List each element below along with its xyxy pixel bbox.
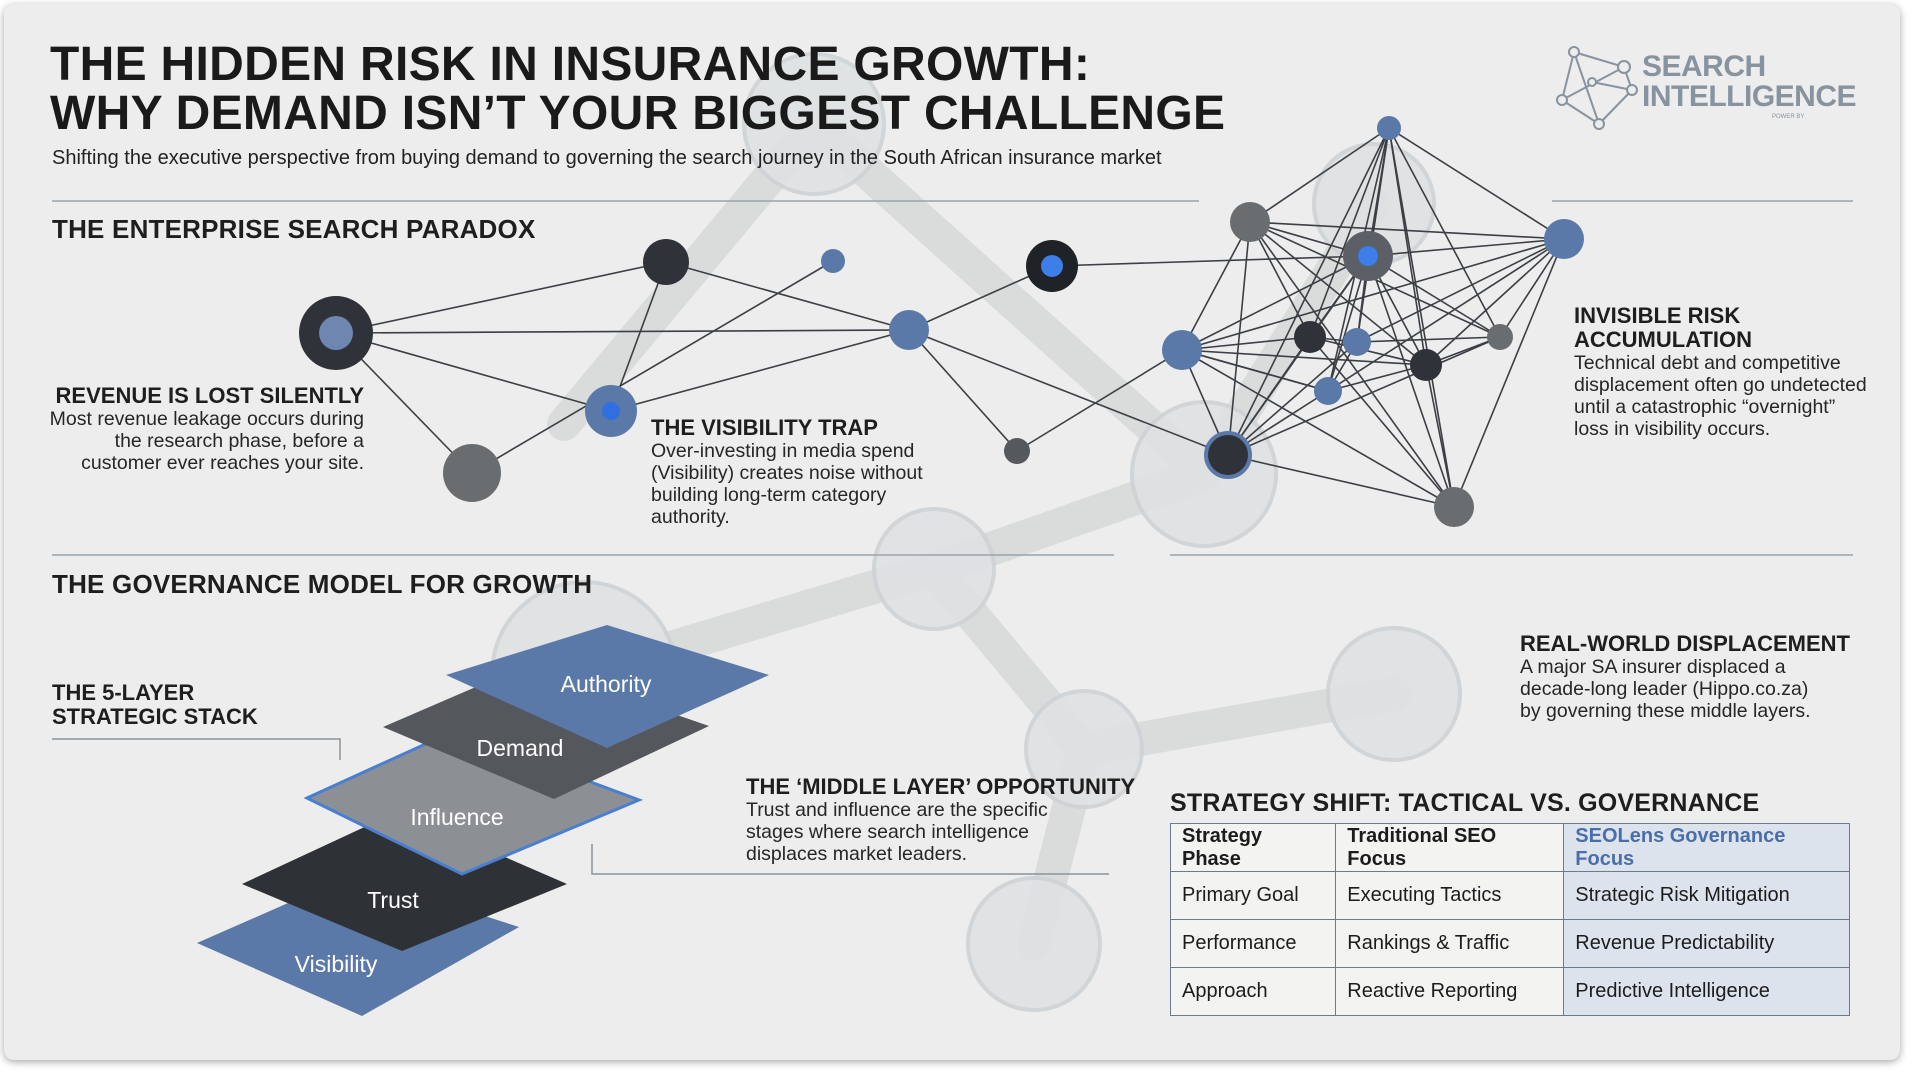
stack-layer-influence bbox=[303, 729, 644, 876]
invisible-risk-title: ACCUMULATION bbox=[1574, 327, 1753, 352]
network-node bbox=[1410, 349, 1442, 381]
strategy-table: Strategy Phase Traditional SEO Focus SEO… bbox=[1169, 823, 1850, 1016]
stack-layer-demand bbox=[383, 664, 709, 799]
table-row: Performance Rankings & Traffic Revenue P… bbox=[1169, 919, 1850, 968]
table-cell: Reactive Reporting bbox=[1335, 967, 1565, 1016]
visibility-trap-line: (Visibility) creates noise without bbox=[651, 462, 923, 484]
table-cell: Performance bbox=[1169, 919, 1337, 968]
table-header-cell-highlight: SEOLens Governance Focus bbox=[1563, 823, 1850, 872]
section-heading-paradox: THE ENTERPRISE SEARCH PARADOX bbox=[52, 214, 536, 244]
table-cell: Approach bbox=[1169, 967, 1337, 1016]
logo-text-intelligence: INTELLIGENCE bbox=[1642, 80, 1857, 113]
invisible-risk-line: loss in visibility occurs. bbox=[1574, 418, 1771, 440]
visibility-trap-title: THE VISIBILITY TRAP bbox=[651, 415, 878, 440]
stack-label-authority: Authority bbox=[561, 671, 652, 697]
table-header-cell: Traditional SEO Focus bbox=[1335, 823, 1565, 872]
stack-label-demand: Demand bbox=[477, 735, 564, 761]
page-title-line2: WHY DEMAND ISN’T YOUR BIGGEST CHALLENGE bbox=[50, 87, 1226, 140]
visibility-trap-line: building long-term category bbox=[651, 484, 887, 506]
page-subtitle: Shifting the executive perspective from … bbox=[52, 147, 1162, 169]
table-cell: Primary Goal bbox=[1169, 871, 1337, 920]
real-world-displacement-block: REAL-WORLD DISPLACEMENT A major SA insur… bbox=[1520, 631, 1880, 723]
table-row: Approach Reactive Reporting Predictive I… bbox=[1169, 967, 1850, 1016]
network-node bbox=[1004, 438, 1030, 464]
middle-layer-line: Trust and influence are the specific bbox=[746, 799, 1048, 821]
logo-text-search: SEARCH bbox=[1642, 50, 1766, 83]
middle-layer-title: THE ‘MIDDLE LAYER’ OPPORTUNITY bbox=[746, 774, 1136, 799]
network-node bbox=[1294, 321, 1326, 353]
visibility-trap-line: Over-investing in media spend bbox=[651, 440, 915, 462]
invisible-risk-title: INVISIBLE RISK bbox=[1574, 303, 1741, 328]
network-node bbox=[1343, 328, 1371, 356]
table-cell-highlight: Predictive Intelligence bbox=[1563, 967, 1850, 1016]
table-cell-highlight: Strategic Risk Mitigation bbox=[1563, 871, 1850, 920]
logo-powered-by: POWER BY bbox=[1772, 114, 1805, 120]
infographic-card: Authority Demand Influence Trust Visibil… bbox=[4, 4, 1900, 1060]
table-header-row: Strategy Phase Traditional SEO Focus SEO… bbox=[1169, 823, 1850, 872]
network-node bbox=[1204, 431, 1252, 479]
stack-title-line: STRATEGIC STACK bbox=[52, 704, 258, 729]
network-node bbox=[1162, 330, 1202, 370]
network-node bbox=[821, 249, 845, 273]
network-node-core bbox=[1358, 246, 1378, 266]
strategic-stack-diagram: Authority Demand Influence Trust Visibil… bbox=[197, 625, 769, 1016]
displacement-title: REAL-WORLD DISPLACEMENT bbox=[1520, 631, 1850, 656]
network-node bbox=[889, 310, 929, 350]
network-node bbox=[443, 444, 501, 502]
strategy-heading: STRATEGY SHIFT: TACTICAL VS. GOVERNANCE bbox=[1170, 789, 1760, 817]
invisible-risk-line: Technical debt and competitive bbox=[1574, 352, 1841, 374]
middle-layer-line: stages where search intelligence bbox=[746, 821, 1029, 843]
invisible-risk-block: INVISIBLE RISK ACCUMULATION Technical de… bbox=[1574, 303, 1894, 441]
network-node bbox=[1487, 324, 1513, 350]
network-node bbox=[1434, 487, 1474, 527]
network-node-core bbox=[319, 316, 353, 350]
table-cell: Rankings & Traffic bbox=[1335, 919, 1565, 968]
section-dividers bbox=[52, 200, 1853, 875]
middle-layer-bracket bbox=[591, 844, 1109, 875]
middle-layer-block: THE ‘MIDDLE LAYER’ OPPORTUNITY Trust and… bbox=[746, 774, 1136, 866]
network-node bbox=[1377, 116, 1401, 140]
network-node bbox=[1544, 219, 1584, 259]
stack-title: THE 5-LAYER STRATEGIC STACK bbox=[52, 681, 258, 729]
paradox-network-diagram bbox=[299, 116, 1584, 527]
visibility-trap-block: THE VISIBILITY TRAP Over-investing in me… bbox=[651, 415, 991, 529]
network-node bbox=[1230, 202, 1270, 242]
search-intelligence-logo: SEARCH INTELLIGENCE POWER BY bbox=[1554, 42, 1857, 132]
displacement-line: by governing these middle layers. bbox=[1520, 700, 1811, 722]
network-node-core bbox=[602, 402, 620, 420]
table-cell: Executing Tactics bbox=[1335, 871, 1565, 920]
stack-title-underline bbox=[52, 738, 341, 760]
revenue-lost-title: REVENUE IS LOST SILENTLY bbox=[55, 383, 364, 408]
stack-label-visibility: Visibility bbox=[295, 951, 378, 977]
visibility-trap-line: authority. bbox=[651, 506, 730, 528]
table-header-cell: Strategy Phase bbox=[1169, 823, 1337, 872]
middle-layer-line: displaces market leaders. bbox=[746, 843, 968, 865]
stack-title-line: THE 5-LAYER bbox=[52, 680, 195, 705]
section-heading-governance: THE GOVERNANCE MODEL FOR GROWTH bbox=[52, 569, 593, 599]
invisible-risk-line: displacement often go undetected bbox=[1574, 374, 1867, 396]
page-title-line1: THE HIDDEN RISK IN INSURANCE GROWTH: bbox=[50, 38, 1091, 91]
revenue-lost-block: REVENUE IS LOST SILENTLY Most revenue le… bbox=[24, 383, 364, 475]
revenue-lost-line: the research phase, before a bbox=[114, 430, 364, 452]
network-logo-icon bbox=[1556, 46, 1638, 130]
stack-label-influence: Influence bbox=[410, 804, 503, 830]
network-node-core bbox=[1041, 255, 1063, 277]
table-cell-highlight: Revenue Predictability bbox=[1563, 919, 1850, 968]
displacement-line: decade-long leader (Hippo.co.za) bbox=[1520, 678, 1809, 700]
revenue-lost-line: customer ever reaches your site. bbox=[81, 452, 364, 474]
revenue-lost-line: Most revenue leakage occurs during bbox=[49, 408, 364, 430]
invisible-risk-line: until a catastrophic “overnight” bbox=[1574, 396, 1836, 418]
table-row: Primary Goal Executing Tactics Strategic… bbox=[1169, 871, 1850, 920]
displacement-line: A major SA insurer displaced a bbox=[1520, 656, 1786, 678]
network-node bbox=[1314, 377, 1342, 405]
network-node bbox=[643, 239, 689, 285]
stack-label-trust: Trust bbox=[367, 887, 419, 913]
stack-layer-trust bbox=[242, 811, 567, 951]
stack-layer-authority bbox=[446, 625, 769, 748]
